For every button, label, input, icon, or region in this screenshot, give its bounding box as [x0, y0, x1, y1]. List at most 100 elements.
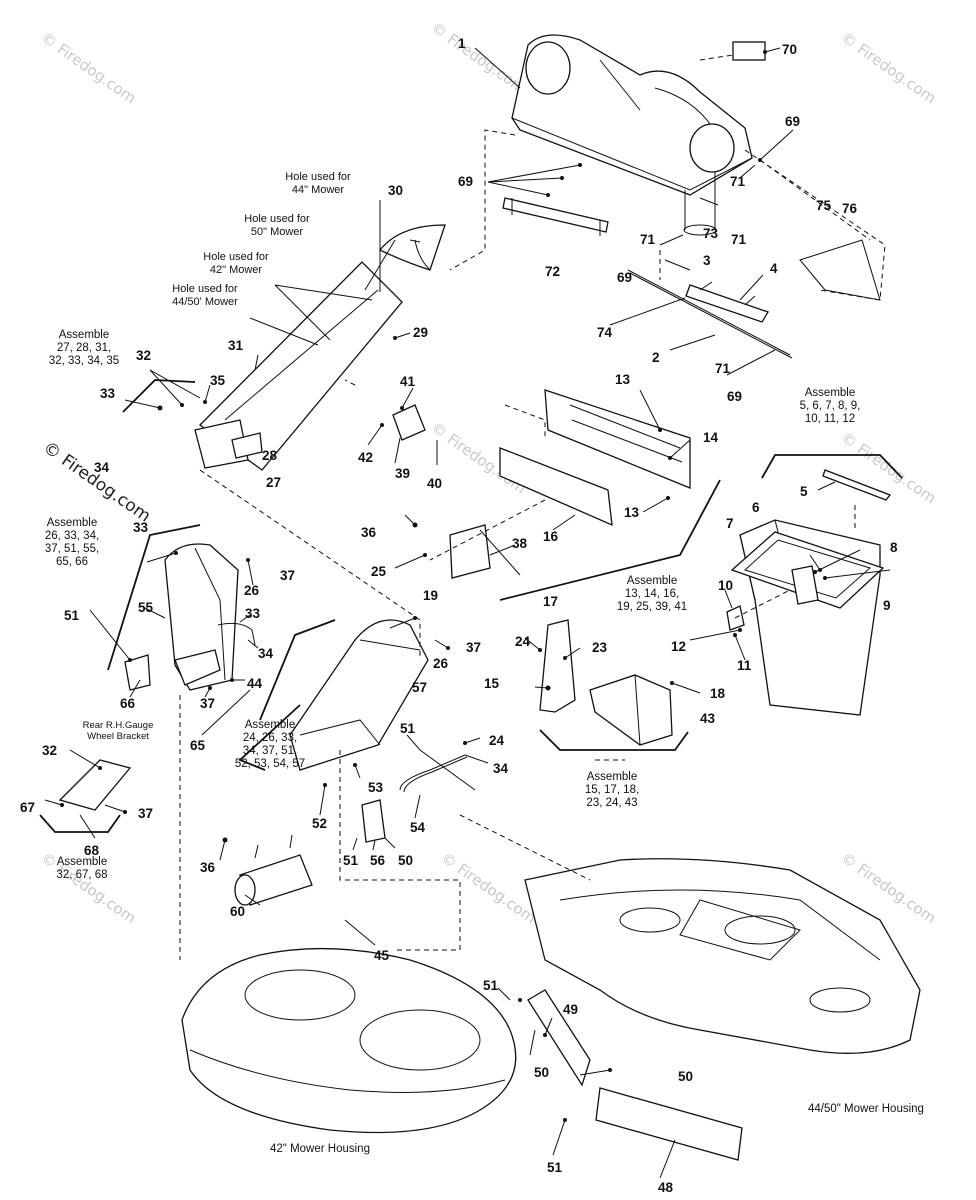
callout: 32: [136, 348, 151, 363]
callout: 14: [703, 430, 719, 445]
callout: 27: [266, 475, 281, 490]
callout: 73: [703, 226, 719, 241]
part-67-68-bracket: [58, 759, 132, 811]
callout: 37: [280, 568, 295, 583]
callout: 76: [842, 201, 858, 216]
callout: 71: [715, 361, 731, 376]
callout: 24: [515, 634, 531, 649]
callout: 51: [64, 608, 80, 623]
leader-lines: [44, 47, 891, 1179]
callout: 69: [727, 389, 742, 404]
callout-numbers: 1 70 69 69 71 75 76 30 73 71 71 72 3 4 6…: [20, 36, 898, 1195]
callout: 53: [368, 780, 384, 795]
callout: 33: [100, 386, 116, 401]
part-3-4-latch: [685, 281, 769, 323]
watermark-2: © Firedog.com: [428, 19, 530, 98]
callout: 1: [458, 36, 466, 51]
callout: 4: [770, 261, 778, 276]
callout: 66: [120, 696, 136, 711]
callout: 40: [427, 476, 442, 491]
watermark-3: © Firedog.com: [838, 29, 940, 108]
callout: 72: [545, 264, 560, 279]
callout: 24: [489, 733, 505, 748]
callout: 9: [883, 598, 891, 613]
callout: 16: [543, 529, 559, 544]
callout: 52: [312, 816, 327, 831]
callout: 25: [371, 564, 387, 579]
part-5-handle: [822, 469, 892, 501]
part-48-plate: [595, 1087, 743, 1161]
callout: 3: [703, 253, 711, 268]
callout: 50: [534, 1065, 549, 1080]
callout: 11: [737, 658, 752, 673]
callout: 15: [484, 676, 500, 691]
part-14-16-mount-bracket: [499, 389, 691, 527]
callout: 54: [410, 820, 426, 835]
part-56-bracket: [361, 799, 386, 843]
callout: 34: [94, 460, 110, 475]
callout: 7: [726, 516, 734, 531]
callout: 36: [361, 525, 377, 540]
callout: 74: [597, 325, 613, 340]
callout: 31: [228, 338, 244, 353]
callout: 41: [400, 374, 416, 389]
callout: 69: [617, 270, 632, 285]
callout: 43: [700, 711, 716, 726]
callout: 8: [890, 540, 898, 555]
callout: 44: [247, 676, 263, 691]
part-33-34-rod-left: [217, 622, 256, 646]
assembly-dashed-lines: [179, 54, 856, 960]
callout: 13: [624, 505, 640, 520]
callout: 26: [433, 656, 449, 671]
callout: 38: [512, 536, 528, 551]
part-55-deflector: [164, 543, 239, 691]
callout: 51: [483, 978, 499, 993]
callout: 51: [547, 1160, 563, 1175]
callout: 18: [710, 686, 726, 701]
callout: 51: [400, 721, 416, 736]
callout: 69: [785, 114, 800, 129]
watermarks: © Firedog.com © Firedog.com © Firedog.co…: [38, 19, 940, 928]
callout: 12: [671, 639, 686, 654]
callout: 23: [592, 640, 608, 655]
part-19-bracket: [449, 524, 521, 579]
callout: 32: [42, 743, 57, 758]
part-9-bracket: [791, 565, 819, 605]
callout: 48: [658, 1180, 674, 1195]
callout: 68: [84, 843, 100, 858]
callout: 71: [731, 232, 747, 247]
callout: 6: [752, 500, 760, 515]
callout: 75: [816, 198, 832, 213]
part-49-bracket: [527, 989, 591, 1087]
callout: 67: [20, 800, 35, 815]
callout: 65: [190, 738, 206, 753]
fastener-dots: [60, 50, 827, 1122]
part-60-weight: [234, 834, 313, 906]
part-1-bagger-cover: [511, 34, 753, 236]
mower-housing-4450: [524, 858, 921, 1054]
callout: 49: [563, 1002, 578, 1017]
callout: 33: [133, 520, 149, 535]
callout: 70: [782, 42, 797, 57]
part-66-bracket: [124, 654, 151, 691]
callout: 39: [395, 466, 410, 481]
callout: 34: [493, 761, 509, 776]
callout: 34: [258, 646, 274, 661]
callout: 37: [138, 806, 153, 821]
callout: 71: [640, 232, 656, 247]
callout: 29: [413, 325, 428, 340]
callout: 5: [800, 484, 808, 499]
assembly-brackets: [39, 379, 903, 833]
callout: 17: [543, 594, 558, 609]
callout: 57: [412, 680, 427, 695]
